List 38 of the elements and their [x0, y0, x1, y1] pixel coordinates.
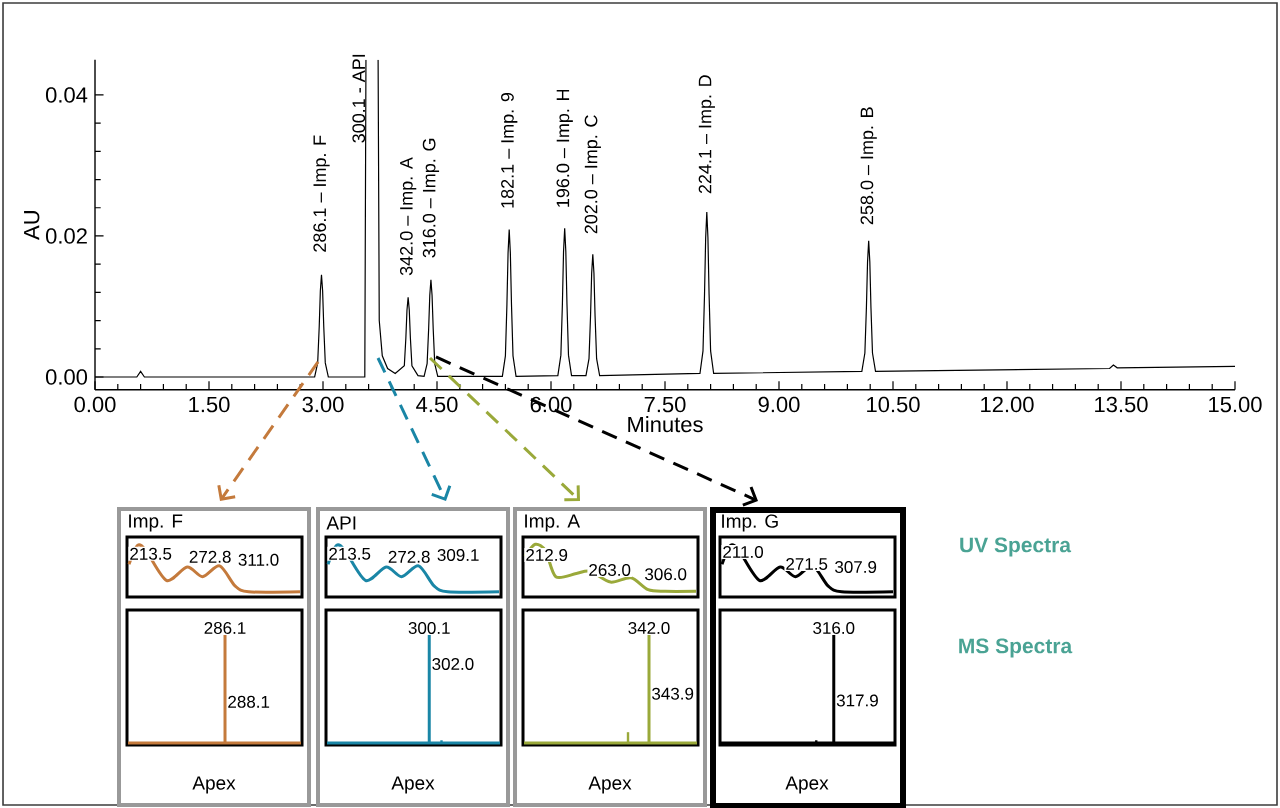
x-tick-label: 4.50 [416, 396, 458, 413]
row-label: MS Spectra [959, 638, 1073, 658]
peak-label: 286.1 – Imp. F [313, 135, 330, 252]
y-tick-label: 0.04 [45, 87, 88, 103]
x-tick-label: 9.00 [758, 396, 800, 413]
x-tick-label: 3.00 [302, 396, 344, 413]
arrow [428, 356, 580, 502]
ms-spectrum-plot: 342.0 343.9 [521, 608, 700, 747]
x-axis-title: Minutes [628, 416, 703, 433]
x-tick-label: 10.50 [867, 396, 920, 413]
peak-label: 224.1 – Imp. D [698, 75, 715, 194]
peak-label: 342.0 – Imp. A [399, 157, 417, 276]
peak-label: 316.0 – Imp. G [422, 138, 440, 258]
arrow [217, 361, 320, 501]
ms-spectrum-plot: 286.1 288.1 [125, 608, 304, 747]
x-tick-label: 12.00 [981, 396, 1034, 413]
uv-spectrum-plot: 212.9 263.0 306.0 [521, 535, 700, 599]
peak-label: 300.1 - API [352, 54, 366, 143]
uv-spectrum-plot: 213.5 272.8 309.1 [324, 535, 503, 599]
arrow [376, 357, 452, 501]
ms-spectrum-plot: 300.1 302.0 [324, 608, 503, 747]
ms-spectrum-plot: 316.0 317.9 [718, 608, 897, 747]
x-tick-label: 7.50 [644, 396, 686, 413]
peak-label: 196.0 – Imp. H [556, 89, 573, 207]
y-axis-title: AU [24, 211, 40, 240]
arrow [435, 355, 758, 507]
y-tick-label: 0.02 [45, 228, 87, 244]
x-tick-label: 0.00 [74, 396, 116, 413]
x-tick-label: 15.00 [1209, 396, 1262, 413]
peak-label: 182.1 – Imp. 9 [501, 93, 518, 208]
x-tick-label: 1.50 [189, 396, 230, 413]
peak-label: 202.0 – Imp. C [584, 115, 601, 234]
y-tick-label: 0.00 [45, 369, 88, 385]
row-label: UV Spectra [960, 537, 1072, 557]
uv-spectrum-plot: 213.5 272.8 311.0 [125, 535, 304, 599]
uv-spectrum-plot: 211.0 271.5 307.9 [718, 535, 897, 599]
x-tick-label: 13.50 [1095, 396, 1148, 413]
peak-label: 258.0 – Imp. B [860, 107, 877, 225]
